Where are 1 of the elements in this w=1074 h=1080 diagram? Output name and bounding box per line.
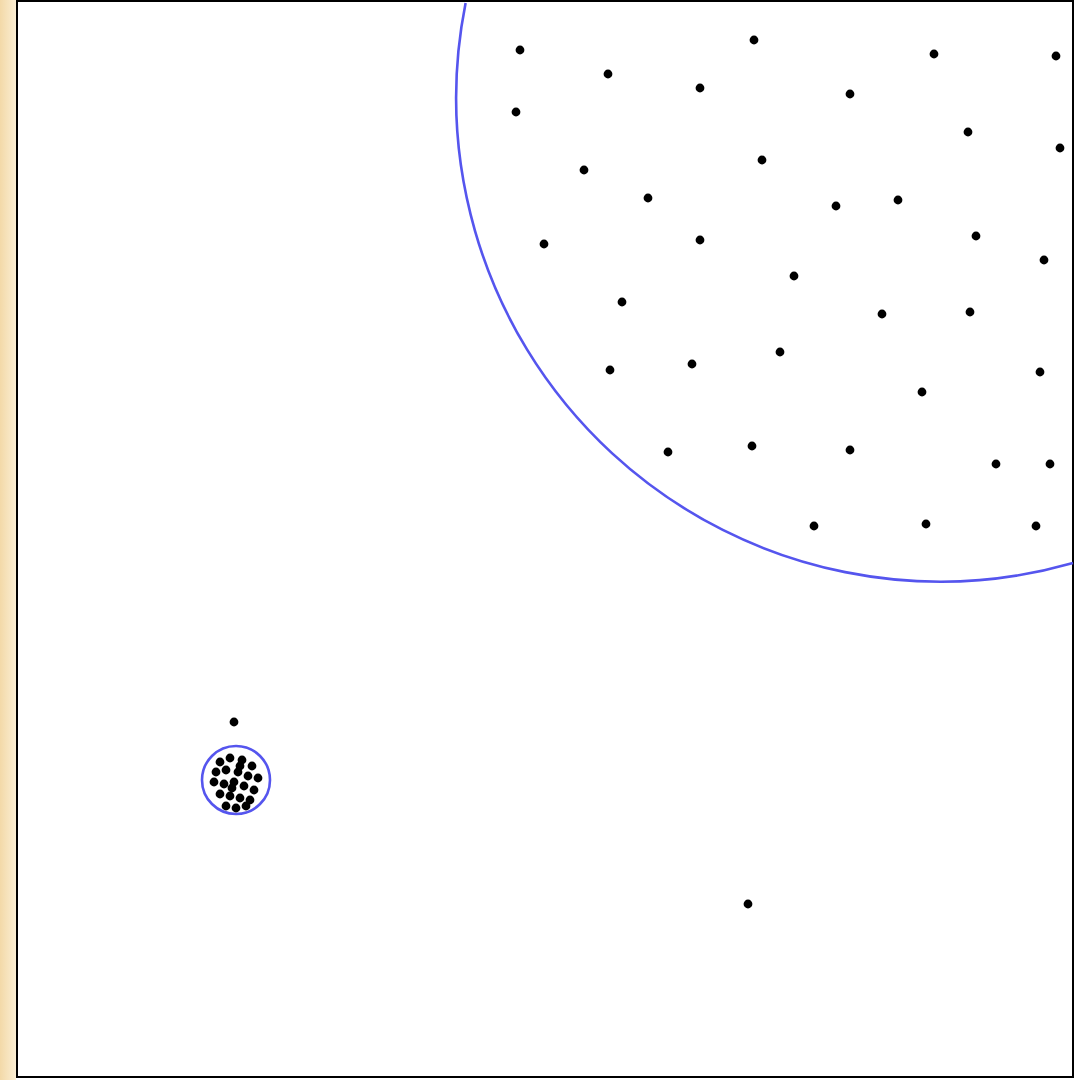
cluster-circle — [200, 744, 272, 816]
